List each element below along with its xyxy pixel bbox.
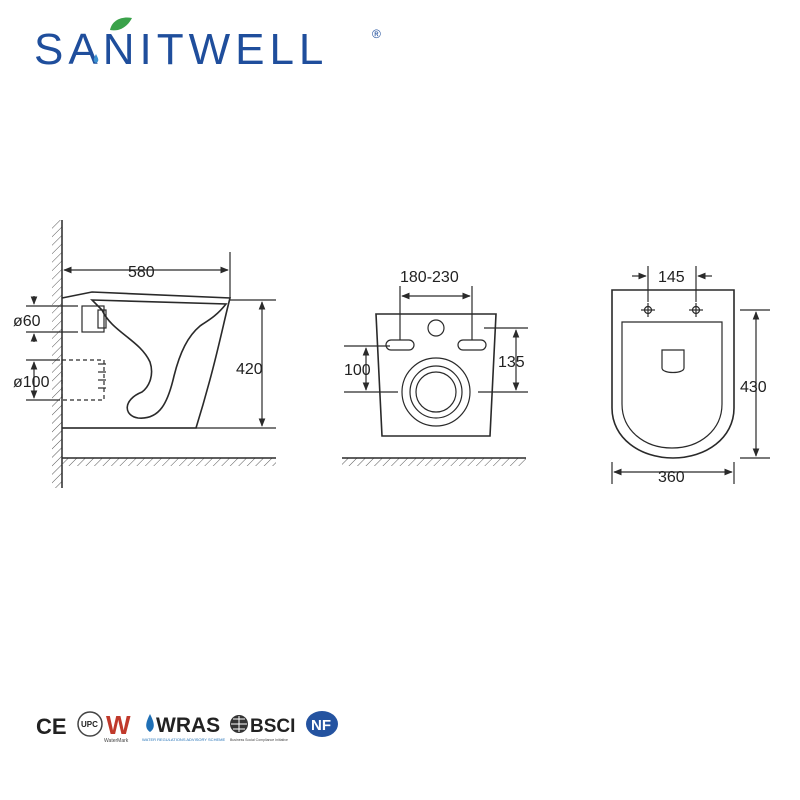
upc-logo: UPC bbox=[77, 711, 103, 737]
nf-logo: NF bbox=[306, 711, 338, 737]
brand-logo: SANITWELL ® bbox=[34, 17, 381, 74]
wras-logo: WRAS WATER REGULATIONS ADVISORY SCHEME bbox=[142, 714, 225, 742]
svg-text:WaterMark: WaterMark bbox=[104, 738, 129, 744]
inlet-height-left-label: 100 bbox=[344, 362, 371, 379]
bolt-spacing-label: 180-230 bbox=[400, 269, 459, 286]
registered-mark: ® bbox=[372, 27, 381, 41]
length-label: 430 bbox=[740, 379, 767, 396]
side-height-label: 420 bbox=[236, 361, 263, 378]
brand-name: SANITWELL bbox=[34, 25, 328, 74]
wras-drop-icon bbox=[146, 714, 154, 732]
ce-mark: CE bbox=[36, 714, 67, 739]
leaf-icon bbox=[110, 17, 132, 31]
rear-view bbox=[342, 286, 528, 466]
width-label: 360 bbox=[658, 469, 685, 486]
svg-text:WRAS: WRAS bbox=[156, 714, 220, 737]
side-depth-label: 580 bbox=[128, 264, 155, 281]
certification-logos: CE UPC W WaterMark WRAS WATER REGULATION… bbox=[36, 710, 338, 744]
outlet-top-diameter-label: ø60 bbox=[13, 313, 41, 330]
svg-text:UPC: UPC bbox=[81, 720, 98, 729]
svg-text:WATER REGULATIONS ADVISORY SCH: WATER REGULATIONS ADVISORY SCHEME bbox=[142, 737, 225, 742]
outlet-bottom-diameter-label: ø100 bbox=[13, 374, 50, 391]
watermark-logo: W WaterMark bbox=[104, 710, 131, 744]
svg-text:W: W bbox=[106, 710, 131, 740]
seat-holes-label: 145 bbox=[658, 269, 685, 286]
side-view bbox=[26, 220, 276, 488]
svg-text:Business Social Compliance Ini: Business Social Compliance Initiative bbox=[230, 738, 288, 742]
svg-text:NF: NF bbox=[311, 717, 331, 734]
globe-icon bbox=[231, 716, 247, 732]
bsci-logo: BSCI Business Social Compliance Initiati… bbox=[230, 715, 295, 742]
top-view bbox=[611, 266, 770, 484]
water-drop-icon bbox=[93, 54, 99, 63]
svg-text:BSCI: BSCI bbox=[250, 716, 295, 737]
inlet-height-right-label: 135 bbox=[498, 354, 525, 371]
